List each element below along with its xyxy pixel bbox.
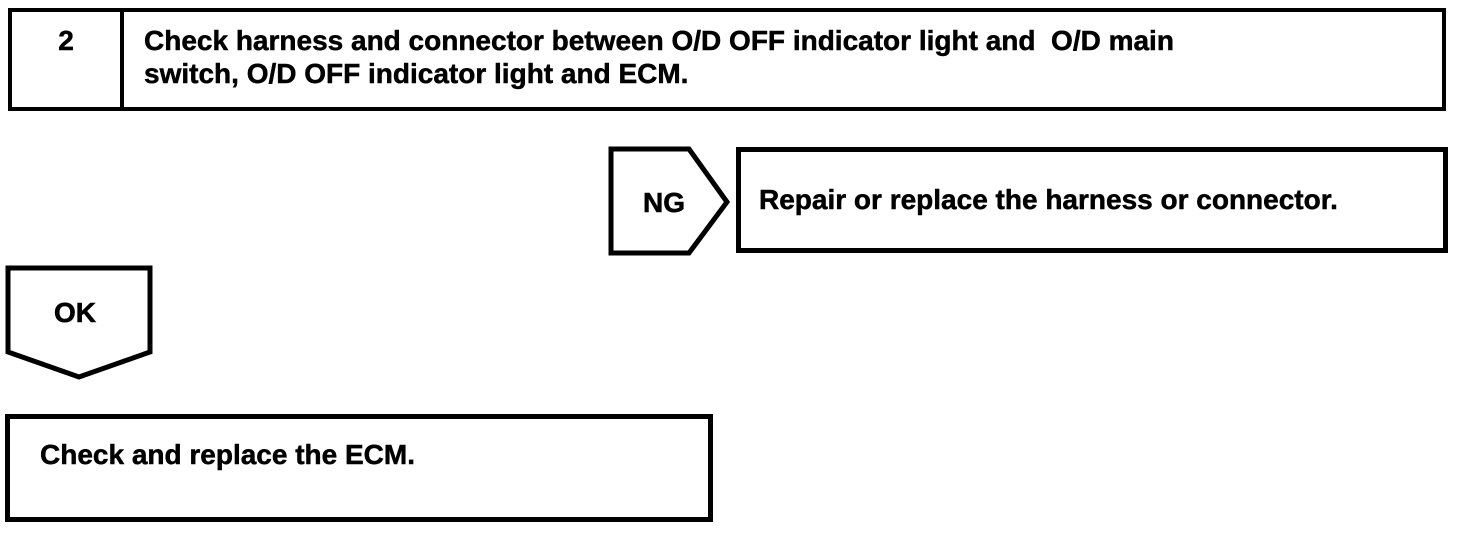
step-instruction-line-1: Check harness and connector between O/D … [144, 25, 1174, 57]
step-box: 2 Check harness and connector between O/… [8, 8, 1446, 111]
ok-action-text: Check and replace the ECM. [40, 439, 416, 471]
ng-action-text: Repair or replace the harness or connect… [759, 184, 1338, 216]
ng-action-box: Repair or replace the harness or connect… [736, 147, 1448, 253]
ok-pentagon-outline [5, 265, 153, 380]
ok-action-box: Check and replace the ECM. [5, 414, 713, 522]
step-instruction: Check harness and connector between O/D … [124, 12, 1442, 107]
ng-pentagon-outline [608, 146, 731, 256]
step-number: 2 [12, 12, 124, 107]
ok-label: OK [54, 297, 96, 328]
ng-label: NG [643, 187, 685, 218]
step-instruction-line-2: switch, O/D OFF indicator light and ECM. [144, 58, 689, 90]
ng-connector-shape: NG [608, 146, 731, 256]
ok-connector-shape: OK [5, 265, 153, 380]
